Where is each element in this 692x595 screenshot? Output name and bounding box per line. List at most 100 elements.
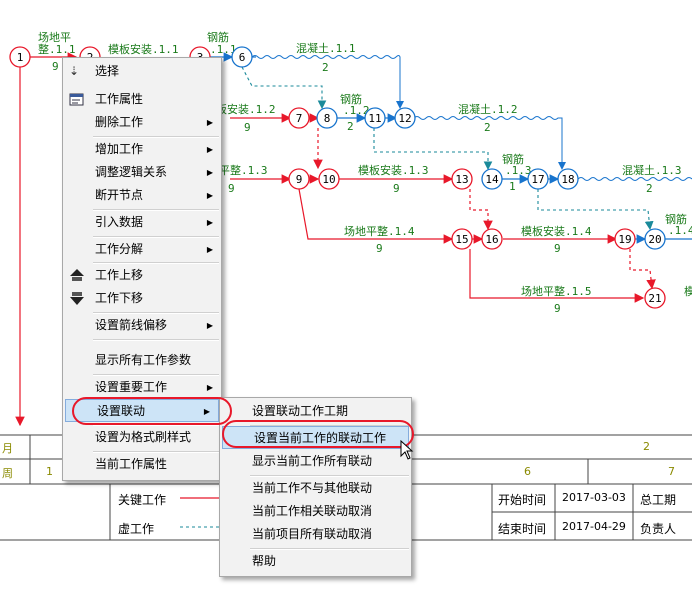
submenu-arrow-icon: ▶ — [206, 218, 213, 227]
timescale-month-label: 月 — [2, 442, 13, 455]
dummy-arrows — [241, 66, 654, 231]
node-13: 13 — [451, 168, 473, 190]
menu-item-move-down[interactable]: 工作下移 — [63, 287, 221, 310]
node-1: 1 — [9, 46, 31, 68]
svg-text:19: 19 — [618, 233, 631, 246]
activity-a1-name: 场地平 — [38, 30, 71, 44]
svg-text:16: 16 — [485, 233, 498, 246]
node-10: 10 — [318, 168, 340, 190]
activity-a5-duration: 9 — [244, 121, 251, 134]
svg-text:13: 13 — [455, 173, 468, 186]
node-21: 21 — [644, 287, 666, 309]
svg-text:15: 15 — [455, 233, 468, 246]
activity-a4-name: 混凝土.1.1 — [296, 41, 356, 55]
svg-text:21: 21 — [648, 292, 661, 305]
svg-text:10: 10 — [322, 173, 335, 186]
linkage-submenu: 设置联动工作工期 设置当前工作的联动工作 显示当前工作所有联动 当前工作不与其他… — [219, 397, 412, 577]
legend-critical-label: 关键工作 — [118, 493, 167, 507]
menu-item-disconnect-node[interactable]: 断开节点 ▶ — [63, 184, 221, 207]
menu-item-import-data[interactable]: 引入数据 ▶ — [63, 211, 221, 234]
submenu-arrow-icon: ▶ — [206, 321, 213, 330]
submenu-arrow-icon: ▶ — [206, 383, 213, 392]
svg-text:18: 18 — [561, 173, 574, 186]
activity-a7-name: 混凝土.1.2 — [458, 102, 518, 116]
menu-item-format-painter[interactable]: 设置为格式刷样式 — [95, 430, 192, 444]
node-8: 8 — [316, 107, 338, 129]
select-icon: ⇣ — [69, 64, 80, 78]
menu-separator — [250, 548, 409, 550]
submenu-item-help[interactable]: 帮助 — [252, 554, 277, 568]
normal-arrows — [210, 52, 692, 244]
legend-dummy-label: 虚工作 — [118, 522, 155, 536]
activity-a10-name: 钢筋 — [502, 152, 524, 166]
menu-item-show-all-params[interactable]: 显示所有工作参数 — [95, 353, 192, 367]
menu-item-set-important-work[interactable]: 设置重要工作 ▶ — [63, 376, 221, 399]
activity-a6-name: 钢筋 — [340, 92, 362, 106]
timescale-week-label: 周 — [2, 467, 13, 480]
menu-item-add-work[interactable]: 增加工作 ▶ — [63, 138, 221, 161]
menu-separator — [93, 451, 219, 453]
activity-a12-name: 场地平整.1.4 — [344, 224, 415, 238]
wavy-line-2 — [413, 116, 566, 170]
menu-item-work-properties[interactable]: 工作属性 — [63, 88, 221, 111]
node-16: 16 — [481, 228, 503, 250]
start-time-value: 2017-03-03 — [562, 491, 626, 504]
node-6: 6 — [231, 46, 253, 68]
node-11: 11 — [364, 107, 386, 129]
svg-text:9: 9 — [296, 173, 303, 186]
context-menu: ⇣ 选择 工作属性 删除工作 ▶ 增加工作 ▶ 调整逻辑关系 ▶ 断开节点 ▶ … — [62, 57, 222, 481]
menu-item-delete-work[interactable]: 删除工作 ▶ — [63, 111, 221, 134]
submenu-item-cancel-all-linkage[interactable]: 当前项目所有联动取消 — [252, 527, 373, 541]
node-15: 15 — [451, 228, 473, 250]
total-duration-label: 总工期 — [640, 493, 677, 507]
menu-item-current-work-properties[interactable]: 当前工作属性 — [95, 457, 168, 471]
menu-item-set-linkage[interactable]: 设置联动 ▶ — [65, 399, 219, 422]
activity-a14-name: 钢筋 — [665, 212, 687, 226]
submenu-item-cancel-related-linkage[interactable]: 当前工作相关联动取消 — [252, 504, 373, 518]
submenu-item-no-linkage[interactable]: 当前工作不与其他联动 — [252, 481, 373, 495]
svg-text:20: 20 — [648, 233, 661, 246]
submenu-arrow-icon: ▶ — [206, 245, 213, 254]
activity-a9-name: 模板安装.1.3 — [358, 163, 429, 177]
submenu-arrow-icon: ▶ — [206, 168, 213, 177]
menu-item-move-up[interactable]: 工作上移 — [63, 264, 221, 287]
submenu-arrow-icon: ▶ — [206, 118, 213, 127]
svg-text:1: 1 — [17, 51, 24, 64]
activity-a6-name2: .1.2 — [343, 104, 370, 117]
node-18: 18 — [557, 168, 579, 190]
activity-a7-duration: 2 — [484, 121, 491, 134]
node-9: 9 — [288, 168, 310, 190]
menu-item-work-breakdown[interactable]: 工作分解 ▶ — [63, 238, 221, 261]
submenu-item-set-linkage-duration[interactable]: 设置联动工作工期 — [252, 404, 349, 418]
svg-text:8: 8 — [324, 112, 331, 125]
node-14: 14 — [481, 168, 503, 190]
activity-a5-name: 板安装.1.2 — [216, 102, 276, 116]
work-properties-icon — [69, 92, 85, 107]
menu-item-arrow-offset[interactable]: 设置箭线偏移 ▶ — [63, 314, 221, 337]
activity-a15-duration: 9 — [554, 302, 561, 315]
activity-a12-duration: 9 — [376, 242, 383, 255]
activity-a9-duration: 9 — [393, 182, 400, 195]
submenu-arrow-icon: ▶ — [203, 407, 210, 416]
activity-a2-name: 模板安装.1.1 — [108, 42, 179, 56]
menu-item-select[interactable]: ⇣ 选择 — [69, 64, 120, 78]
activity-a11-duration: 2 — [646, 182, 653, 195]
activity-a3-name: 钢筋 — [207, 30, 229, 44]
submenu-arrow-icon: ▶ — [206, 191, 213, 200]
submenu-item-show-all-linkage[interactable]: 显示当前工作所有联动 — [252, 454, 373, 468]
submenu-arrow-icon: ▶ — [206, 145, 213, 154]
critical-dummy-arrows — [313, 128, 656, 290]
activity-a10-duration: 1 — [509, 180, 516, 193]
activity-a13-duration: 9 — [554, 242, 561, 255]
start-time-label: 开始时间 — [498, 493, 547, 507]
menu-item-adjust-logic[interactable]: 调整逻辑关系 ▶ — [63, 161, 221, 184]
end-time-label: 结束时间 — [498, 522, 547, 536]
activity-a8-name: 平整.1.3 — [219, 163, 268, 177]
move-down-icon — [69, 291, 85, 306]
activity-a15-name: 场地平整.1.5 — [521, 284, 592, 298]
menu-separator — [93, 312, 219, 314]
submenu-item-set-current-linkage[interactable]: 设置当前工作的联动工作 — [222, 426, 409, 449]
owner-label: 负责人 — [640, 522, 677, 536]
menu-separator — [93, 136, 219, 138]
node-17: 17 — [527, 168, 549, 190]
